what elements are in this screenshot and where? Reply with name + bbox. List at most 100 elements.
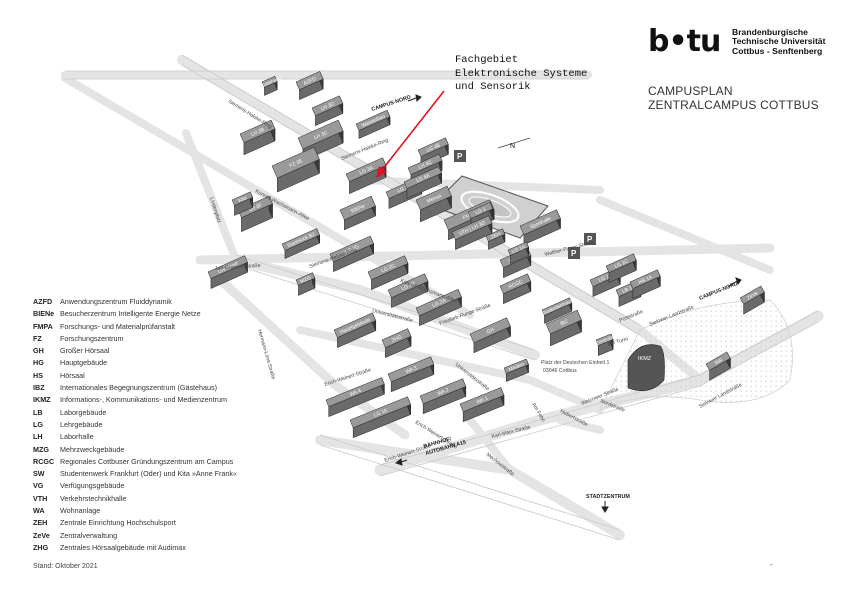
legend-abbr: HG: [33, 358, 44, 368]
building-label: Medien: [508, 361, 526, 373]
legend-item: HS Hörsaal: [33, 370, 313, 382]
building-label: LB 1A: [621, 284, 636, 295]
legend-text: Zentralverwaltung: [60, 530, 118, 540]
building-roof: [281, 228, 320, 251]
building-label: LG 2A: [431, 298, 447, 310]
building-roof: [329, 235, 374, 263]
building-roof: [237, 195, 273, 219]
building-roof: [459, 387, 505, 413]
legend-text: Großer Hörsaal: [60, 346, 110, 356]
building-roof: [311, 95, 344, 117]
building-roof: [739, 285, 765, 305]
building-roof: [595, 333, 614, 346]
building-roof: [231, 191, 254, 206]
building-roof: [387, 356, 435, 383]
street-label: Juri-Gagarin-Straße: [215, 263, 261, 272]
north-arrow: N: [497, 137, 531, 150]
building-label: Mensa: [426, 193, 442, 205]
legend-abbr: WA: [33, 506, 45, 516]
building-label: LG 2B: [401, 281, 417, 293]
north-label: N: [510, 143, 515, 150]
building-label: LH 4C: [418, 160, 434, 171]
building-label: FZ 3E: [289, 158, 304, 169]
building-roof: [541, 297, 573, 316]
legend-text: Zentrale Einrichtung Hochschulsport: [60, 518, 176, 528]
legend-item: MZG Mehrzweckgebäude: [33, 444, 313, 456]
direction-arrows: [394, 94, 742, 513]
legend-abbr: ZHG: [33, 542, 49, 552]
building-roof: [469, 317, 511, 344]
stand-date: Stand: Oktober 2021: [33, 563, 98, 570]
building-label: LG 3A: [359, 165, 375, 177]
legend-abbr: FMPA: [33, 321, 53, 331]
building-label: RCGC: [508, 279, 524, 291]
building-label: MZG: [300, 275, 313, 285]
parking-markers: P P P: [454, 150, 596, 259]
building-roof: [485, 228, 506, 242]
building-roof: [367, 255, 409, 281]
building-roof: [499, 273, 532, 295]
legend-text: Hörsaal: [60, 370, 85, 380]
logo-line-1: Brandenburgische: [732, 27, 808, 37]
legend-abbr: IKMZ: [33, 395, 51, 405]
logo-line-3: Cottbus - Senftenberg: [732, 45, 823, 56]
building-roof: [705, 351, 731, 371]
annotation-arrow: [376, 90, 445, 178]
building-roof: [451, 215, 493, 241]
building-label: LG 1B: [598, 272, 614, 284]
annotation-line-3: und Sensorik: [455, 81, 531, 93]
legend-text: Mehrzweckgebäude: [60, 444, 125, 454]
building-label: LG 4A: [416, 173, 432, 185]
legend-abbr: SW: [33, 469, 45, 479]
legend-abbr: AZFD: [33, 297, 53, 306]
address-line: Platz der Deutschen Einheit 1: [541, 360, 609, 366]
legend-text: Verkehrstechnikhalle: [60, 493, 127, 503]
building-label: LG 3B: [397, 183, 413, 195]
direction-campus-nord: CAMPUS-NORD: [371, 94, 412, 112]
legend-text: Regionales Cottbuser Gründungszentrum am…: [60, 456, 234, 466]
building-roof: [415, 185, 452, 211]
annotation-line-2: Elektronische Systeme: [455, 67, 588, 80]
building-roof: [239, 119, 276, 144]
building-roof: [605, 253, 637, 273]
logo-line-2: Technische Universität: [732, 36, 826, 47]
legend-text: Hauptgebäude: [60, 358, 108, 368]
legend-text: Besucherzentrum Intelligente Energie Net…: [60, 309, 201, 319]
legend-abbr: MZG: [33, 444, 49, 454]
title-line-2: ZENTRALCAMPUS COTTBUS: [648, 98, 819, 112]
legend-abbr: IBZ: [33, 383, 45, 393]
ikmz-building: IKMZ: [627, 344, 665, 391]
legend-abbr: ZeVe: [33, 530, 50, 540]
building-label: LG 1A: [511, 244, 527, 256]
building-roof: [417, 137, 449, 157]
legend-text: Forschungs- und Materialprüfanstalt: [60, 321, 176, 331]
building-roof: [339, 195, 376, 221]
building-label: IBZ: [559, 319, 569, 328]
building-label: SW: [714, 357, 724, 366]
building-label: AZFD: [303, 76, 318, 87]
annotation-text: Fachgebiet Elektronische Systeme und Sen…: [455, 54, 587, 95]
building-label: LG 1C: [614, 258, 630, 270]
legend-text: Wohnanlage: [60, 506, 101, 516]
building-roof: [295, 272, 316, 286]
direction-stadtzentrum: STADTZENTRUM: [586, 494, 630, 500]
building-roof: [297, 119, 344, 150]
building-roof: [261, 75, 278, 88]
legend-abbr: HS: [33, 370, 43, 380]
building-label: LG 2C: [381, 263, 397, 275]
building-roof: [349, 396, 411, 429]
building-roof: [271, 146, 320, 179]
legend-abbr: LB: [33, 407, 43, 417]
legend-abbr: RCGC: [33, 456, 55, 466]
building-roof: [355, 109, 391, 131]
